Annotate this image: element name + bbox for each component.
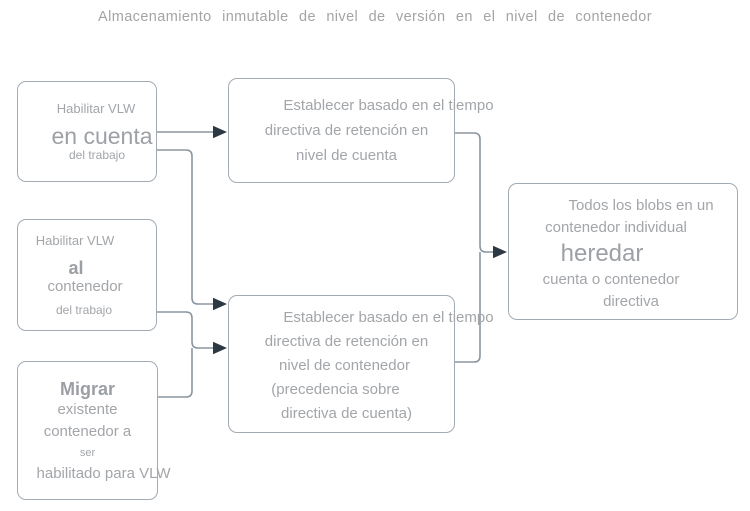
- box-line: ser: [79, 446, 96, 459]
- box-line: contenedor individual: [545, 219, 687, 236]
- box-line: directiva: [603, 293, 659, 310]
- box-line: del trabajo: [68, 147, 126, 162]
- box-line: cuenta o contenedor: [542, 271, 680, 288]
- box-line: al: [68, 257, 84, 278]
- connector-migrate-to-containerpolicy: [158, 348, 193, 398]
- box-line: directiva de retención en: [264, 333, 429, 350]
- connector-container-to-containerpolicy: [157, 311, 214, 349]
- box-line: contenedor: [47, 277, 123, 295]
- box-line: Habilitar VLW: [56, 100, 136, 116]
- box-line: contenedor a: [43, 422, 132, 440]
- connector-account-to-containerpolicy: [157, 149, 214, 305]
- box-account-retention-policy: Establecer basado en el tiempo directiva…: [228, 78, 494, 183]
- connector-containerpolicy-to-inherit: [455, 252, 481, 363]
- box-enable-vlw-account: Habilitar VLW en cuenta del trabajo: [17, 81, 157, 182]
- box-line: nivel de contenedor: [279, 357, 410, 374]
- box-line: (precedencia sobre: [271, 381, 400, 398]
- box-enable-vlw-container: Habilitar VLW al contenedor del trabajo: [17, 219, 157, 331]
- box-line: en cuenta: [51, 122, 153, 149]
- box-blobs-inherit-policy: Todos los blobs en un contenedor individ…: [508, 183, 738, 320]
- box-line: Todos los blobs en un: [568, 197, 714, 214]
- box-line: habilitado para VLW: [36, 464, 171, 482]
- arrowhead-icon: [493, 245, 507, 259]
- box-line: Habilitar VLW: [35, 232, 115, 248]
- box-line: directiva de retención en: [264, 122, 429, 139]
- box-migrate-existing-container: Migrar existente contenedor a ser habili…: [17, 361, 170, 500]
- box-line: directiva de cuenta): [281, 405, 412, 422]
- box-line: del trabajo: [55, 302, 113, 317]
- box-container-retention-policy: Establecer basado en el tiempo directiva…: [228, 295, 494, 433]
- box-line: Establecer basado en el tiempo: [283, 309, 494, 326]
- box-line: existente: [57, 400, 118, 418]
- box-line: nivel de cuenta: [296, 147, 397, 164]
- arrowhead-icon: [213, 341, 227, 355]
- arrowhead-icon: [213, 125, 227, 139]
- box-line: Establecer basado en el tiempo: [283, 97, 494, 114]
- box-line: Migrar: [59, 378, 115, 399]
- box-line: heredar: [560, 240, 644, 267]
- connector-accountpolicy-to-inherit: [455, 132, 494, 253]
- diagram-title: Almacenamiento inmutable de nivel de ver…: [98, 9, 652, 25]
- arrowhead-icon: [213, 297, 227, 311]
